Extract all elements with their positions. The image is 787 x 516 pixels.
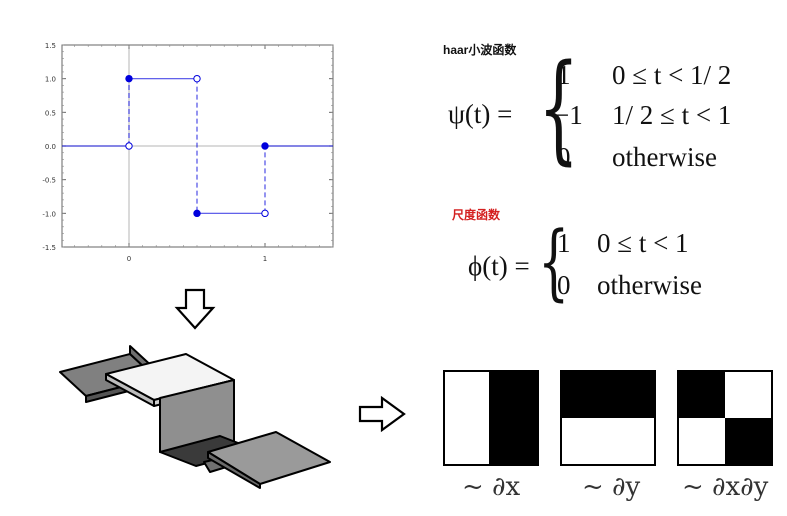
haar-brace: {	[538, 38, 580, 176]
feature-dy-box	[560, 370, 656, 466]
haar-case-2-condition: 1/ 2 ≤ t < 1	[612, 100, 732, 130]
right-arrow-icon	[358, 395, 406, 433]
haar-3d-surface	[59, 345, 331, 489]
filled-point	[193, 209, 201, 218]
psi-lhs-text: ψ(t) =	[448, 99, 513, 129]
y-tick-label: 0.0	[45, 143, 56, 151]
y-tick-label: 1.5	[45, 42, 56, 50]
x-tick-label: 0	[127, 255, 131, 263]
feature-dxdy-label: ~ ∂x∂y	[682, 472, 769, 502]
psi-lhs: ψ(t) =	[448, 101, 512, 128]
scale-brace: {	[538, 215, 570, 310]
down-arrow-icon	[174, 288, 216, 330]
feature-dy-label: ~ ∂y	[582, 472, 641, 502]
phi-lhs-text: ϕ(t) =	[468, 251, 530, 281]
x-tick-label: 1	[263, 255, 267, 263]
feature-dxdy-box	[677, 370, 773, 466]
y-tick-label: -1.0	[42, 210, 56, 218]
y-tick-label: 0.5	[45, 109, 56, 117]
filled-point	[261, 142, 269, 150]
haar-case-3-value: 0	[557, 142, 571, 172]
haar-title: haar小波函数	[443, 43, 517, 57]
open-point	[261, 209, 269, 218]
y-tick-label: -1.5	[42, 244, 56, 252]
phi-lhs: ϕ(t) =	[468, 253, 530, 280]
feature-dx-box	[443, 370, 539, 466]
scale-title: 尺度函数	[452, 208, 501, 222]
open-point	[193, 74, 201, 83]
filled-point	[125, 74, 133, 83]
scale-case-1-value: 1	[557, 228, 571, 258]
haar-case-1-value: 1	[557, 60, 571, 90]
haar-case-3-condition: otherwise	[612, 142, 717, 172]
haar-case-1-condition: 0 ≤ t < 1/ 2	[612, 60, 732, 90]
haar-plot: 1.5 1.0 0.5 0.0 -0.5 -1.0 -1.5 0 1	[42, 42, 334, 263]
y-tick-label: 1.0	[45, 76, 56, 84]
open-point	[125, 142, 133, 150]
haar-case-2-value: −1	[554, 100, 583, 130]
y-tick-label: -0.5	[42, 177, 56, 185]
scale-case-2-value: 0	[557, 270, 571, 300]
scale-case-2-condition: otherwise	[597, 270, 702, 300]
scale-case-1-condition: 0 ≤ t < 1	[597, 228, 689, 258]
feature-dx-label: ~ ∂x	[462, 472, 521, 502]
